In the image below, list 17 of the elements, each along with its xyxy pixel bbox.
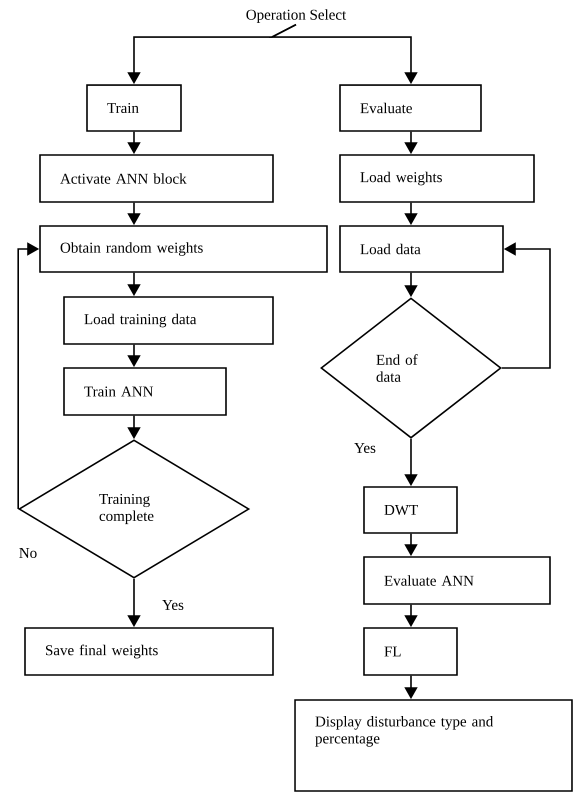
process-box: Display disturbance type and percentage: [294, 699, 573, 792]
process-box: Train ANN: [63, 367, 227, 416]
process-box: Load training data: [63, 296, 274, 345]
process-box: DWT: [363, 486, 458, 534]
process-box: Evaluate ANN: [363, 556, 551, 605]
heading-text: Operation Select: [246, 9, 346, 23]
process-box: Evaluate: [339, 84, 482, 132]
process-box: Load weights: [339, 154, 535, 203]
process-box: Obtain random weights: [39, 225, 328, 273]
process-box: Load data: [339, 225, 504, 273]
process-box: Train: [86, 84, 182, 132]
process-box: Activate ANN block: [39, 154, 274, 203]
process-box: Save final weights: [24, 627, 274, 676]
edge-label: No: [19, 548, 37, 558]
edge-label: Yes: [162, 600, 184, 610]
edge-label: Yes: [354, 443, 376, 453]
process-box: FL: [363, 627, 458, 676]
